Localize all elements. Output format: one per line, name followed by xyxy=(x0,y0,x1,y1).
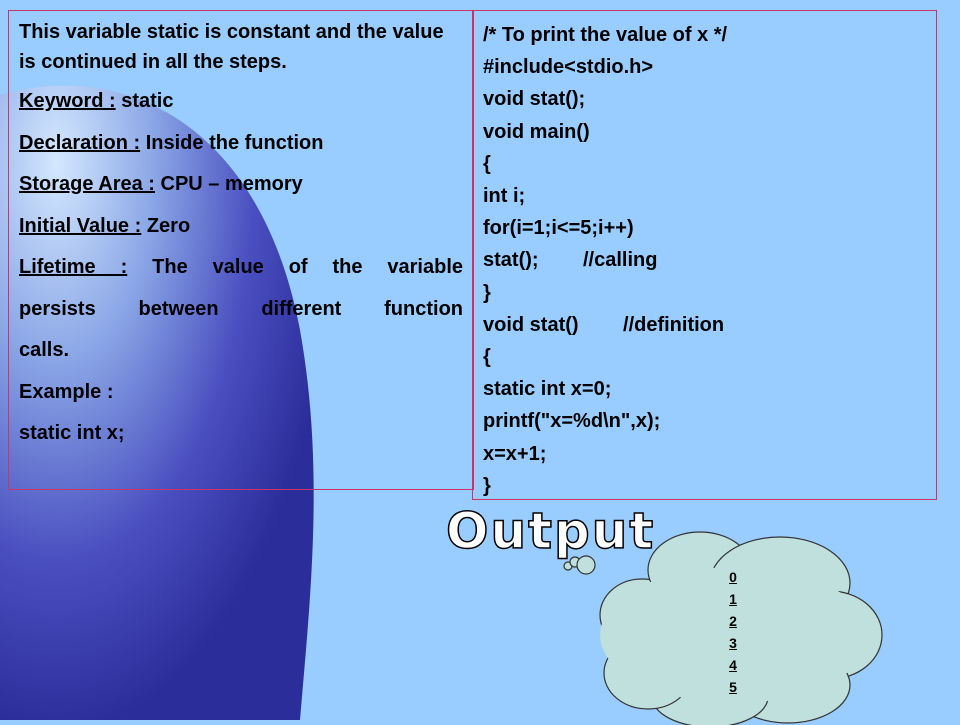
keyword-value: static xyxy=(115,90,174,112)
storage-area-value: CPU – memory xyxy=(154,173,303,195)
code-line: { xyxy=(483,152,491,175)
initial-value-label: Initial Value : xyxy=(19,214,142,237)
code-line: #include<stdio.h> xyxy=(483,56,654,79)
code-line: void stat(); xyxy=(483,88,586,111)
output-value: 0 xyxy=(729,569,737,585)
example-code: static int x; xyxy=(19,422,125,444)
code-line: x=x+1; xyxy=(483,442,547,465)
keyword-label: Keyword : xyxy=(19,90,116,112)
definition-panel: This variable static is constant and the… xyxy=(8,10,474,490)
code-line: for(i=1;i<=5;i++) xyxy=(483,217,634,240)
thought-cloud-icon xyxy=(563,531,883,725)
keyword-row: Keyword : static xyxy=(19,81,463,123)
lifetime-label: Lifetime : xyxy=(19,256,128,278)
output-value: 2 xyxy=(729,613,737,629)
output-value: 3 xyxy=(729,635,737,651)
lifetime-end: calls. xyxy=(19,339,70,361)
lifetime-value: The value of the variable xyxy=(127,256,464,278)
lifetime-row: Lifetime : The value of the variable xyxy=(19,247,463,289)
lifetime-continued: persists between different function xyxy=(19,297,463,320)
storage-area-label: Storage Area : xyxy=(19,173,155,195)
code-line: static int x=0; xyxy=(483,378,612,401)
code-line: /* To print the value of x */ xyxy=(483,24,728,46)
declaration-row: Declaration : Inside the function xyxy=(19,123,463,165)
initial-value-value: Zero xyxy=(141,214,191,237)
code-line: stat(); //calling xyxy=(483,249,658,272)
code-line: { xyxy=(483,346,491,369)
code-line: void stat() //definition xyxy=(483,313,725,336)
declaration-value: Inside the function xyxy=(140,131,324,154)
output-title: Output xyxy=(445,501,656,561)
output-value: 5 xyxy=(729,679,737,695)
declaration-label: Declaration : xyxy=(19,131,141,154)
example-label: Example : xyxy=(19,380,114,403)
output-value: 4 xyxy=(729,657,737,673)
intro-text: This variable static is constant and the… xyxy=(19,21,444,73)
code-line: printf("x=%d\n",x); xyxy=(483,410,661,433)
code-line: void main() xyxy=(483,120,590,143)
storage-area-row: Storage Area : CPU – memory xyxy=(19,164,463,206)
code-line: int i; xyxy=(483,185,526,208)
output-value: 1 xyxy=(729,591,737,607)
code-panel: /* To print the value of x */ #include<s… xyxy=(472,10,937,500)
initial-value-row: Initial Value : Zero xyxy=(19,206,463,248)
output-values-list: 0 1 2 3 4 5 xyxy=(716,566,750,698)
code-line: } xyxy=(483,474,491,497)
code-line: } xyxy=(483,281,491,304)
